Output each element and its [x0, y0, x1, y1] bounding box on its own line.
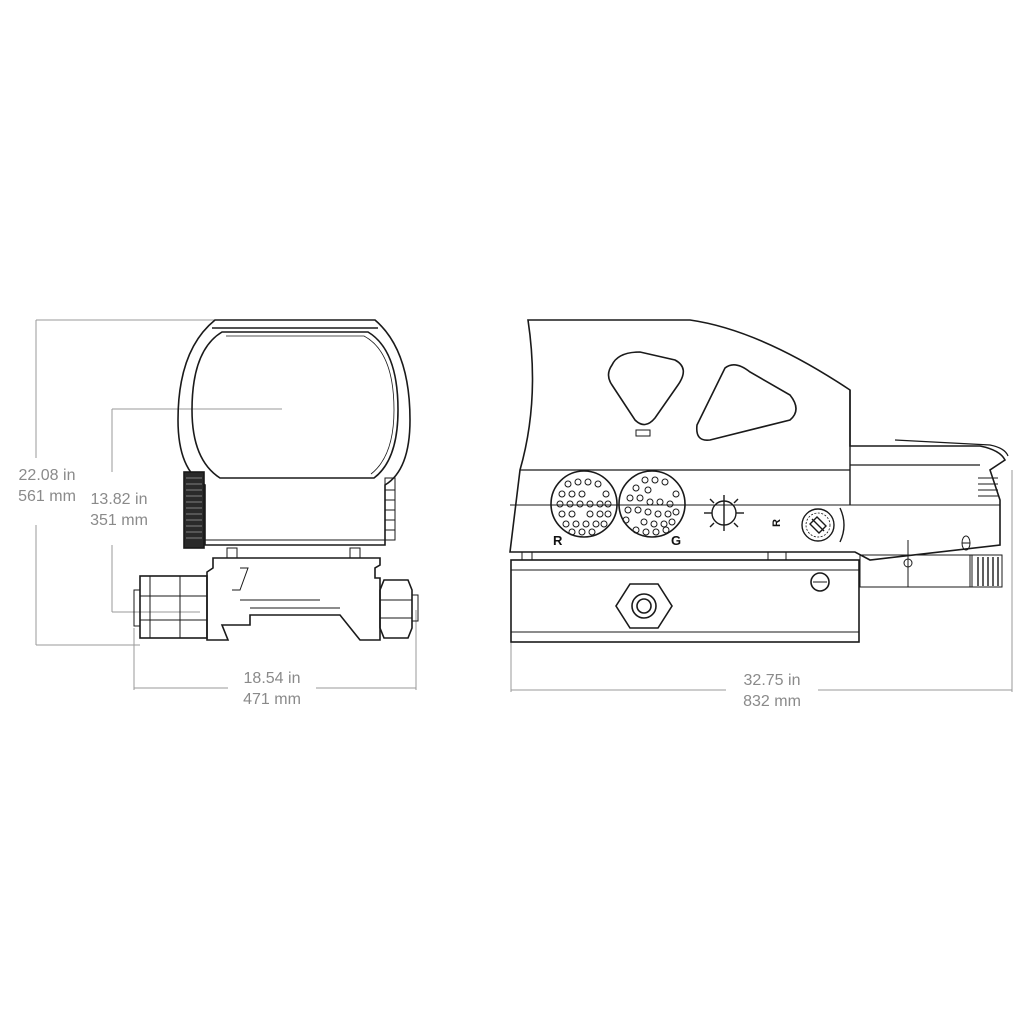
front-width-in: 18.54 in — [243, 670, 301, 687]
reticle-selector — [801, 507, 845, 543]
side-controls — [550, 470, 845, 543]
side-length-dimension: 32.75 in 832 mm — [722, 670, 822, 712]
overall-height-in: 22.08 in — [18, 467, 76, 484]
brightness-dial — [704, 495, 744, 531]
front-width-dimension: 18.54 in 471 mm — [224, 668, 320, 710]
front-view — [133, 319, 419, 641]
window-height-dimension: 13.82 in 351 mm — [74, 489, 164, 531]
window-height-in: 13.82 in — [90, 491, 148, 508]
window-height-mm: 351 mm — [90, 512, 148, 529]
side-length-mm: 832 mm — [743, 693, 801, 710]
red-button — [550, 470, 618, 538]
dimension-lines — [35, 319, 1013, 692]
green-button — [618, 470, 686, 538]
side-length-in: 32.75 in — [743, 672, 801, 689]
green-brightness-label: G — [671, 533, 682, 548]
reticle-label: R — [770, 519, 783, 527]
overall-height-dimension: 22.08 in 561 mm — [2, 465, 92, 507]
red-brightness-label: R — [553, 533, 563, 548]
side-view — [509, 319, 1009, 643]
front-width-mm: 471 mm — [243, 691, 301, 708]
overall-height-mm: 561 mm — [18, 488, 76, 505]
